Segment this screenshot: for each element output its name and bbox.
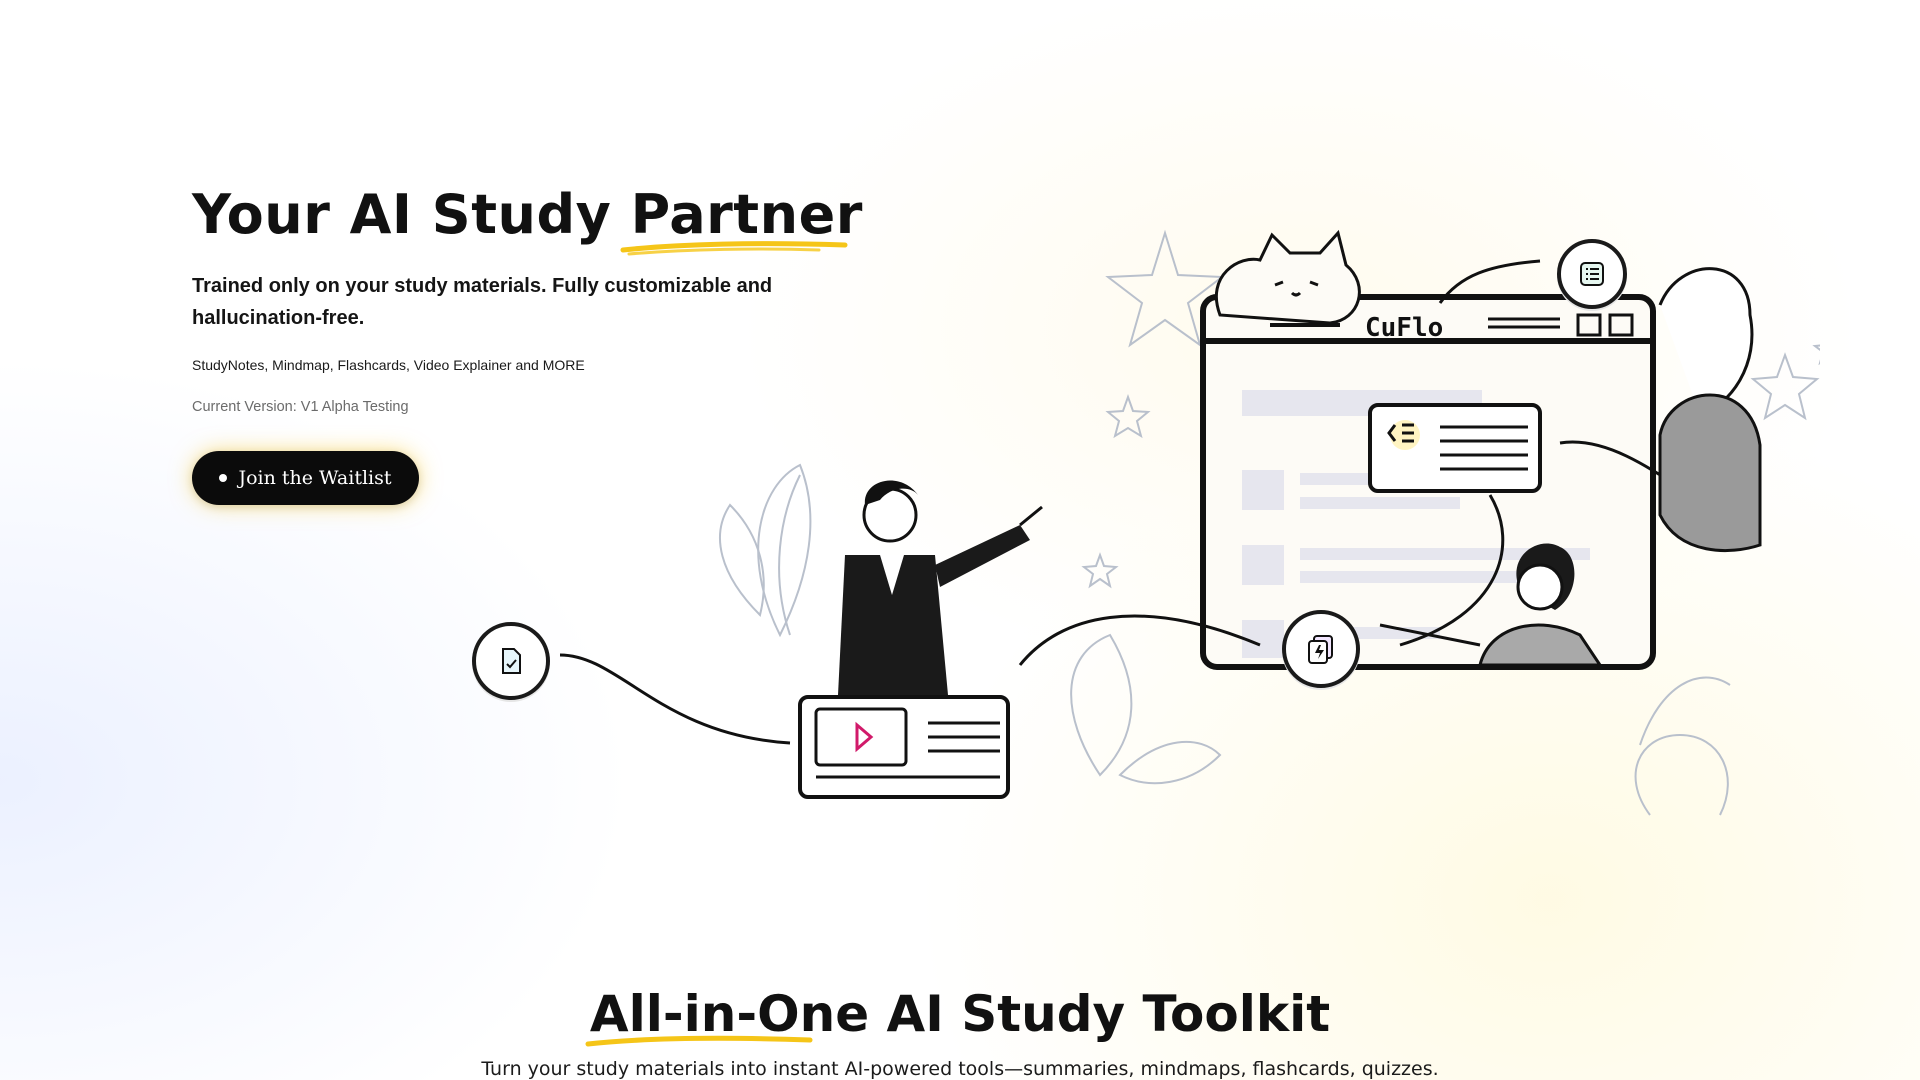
student-figure-sketch: [1379, 543, 1603, 667]
browser-logo-text: CuFlo: [1365, 313, 1443, 343]
hero-illustration: CuFlo: [460, 215, 1848, 835]
version-label: Current Version: V1 Alpha Testing: [192, 399, 409, 415]
plant-sketch-icon: [719, 463, 1731, 816]
document-check-icon-button: [472, 622, 550, 700]
list-icon-button: [1557, 239, 1627, 309]
list-icon: [1580, 262, 1604, 286]
teacher-figure-sketch: [838, 480, 1043, 695]
yellow-underline-icon: [585, 1035, 813, 1047]
yellow-underline-icon: [620, 241, 848, 256]
sketch-illustration: CuFlo: [559, 229, 1848, 816]
list-indent-icon: [1387, 420, 1420, 450]
toolkit-description: Turn your study materials into instant A…: [481, 1058, 1439, 1080]
hero-subtitle: Trained only on your study materials. Fu…: [192, 275, 773, 329]
video-player-card: [798, 695, 1010, 799]
hero-features: StudyNotes, Mindmap, Flashcards, Video E…: [192, 357, 585, 373]
flashcard-bolt-icon-button: [1282, 610, 1360, 688]
philosopher-figure-sketch: [1658, 267, 1762, 553]
play-icon: [855, 721, 874, 753]
hero-title-prefix: Your AI Study: [192, 183, 631, 246]
join-waitlist-label: Join the Waitlist: [238, 467, 392, 489]
toolkit-title-highlight-text: All-in-One: [589, 985, 870, 1043]
join-waitlist-button[interactable]: Join the Waitlist: [192, 451, 419, 505]
hero-title-highlight-text: Partner: [630, 183, 863, 246]
cat-sketch-icon: [1214, 229, 1361, 325]
toolkit-title-rest: AI Study Toolkit: [869, 985, 1331, 1043]
hero-title-highlight: Partner: [620, 180, 863, 256]
toolkit-title-highlight: All-in-One: [585, 982, 870, 1047]
hero-title: Your AI Study Partner: [192, 180, 863, 256]
flashcard-bolt-icon: [1308, 635, 1333, 664]
document-check-icon: [502, 648, 521, 674]
toolkit-title: All-in-One AI Study Toolkit: [0, 982, 1920, 1047]
bullet-dot-icon: [219, 474, 228, 482]
